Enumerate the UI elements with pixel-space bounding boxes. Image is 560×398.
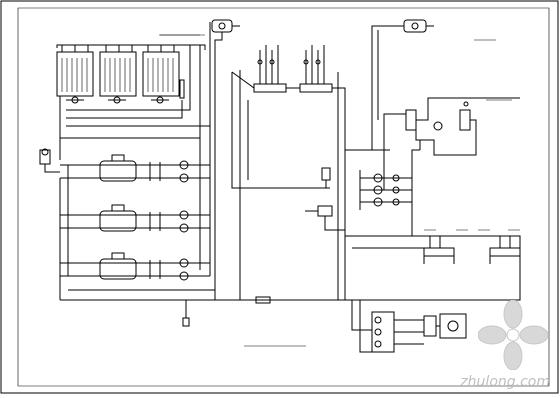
distributor-collector-right [286, 45, 332, 92]
center-risers [232, 72, 390, 300]
chiller-return-risers [60, 126, 210, 300]
bottom-main-header [60, 70, 520, 326]
bottom-right-equipment [352, 300, 466, 352]
condenser-water-headers [60, 22, 210, 160]
drawing-inner-frame [18, 8, 549, 386]
expansion-tank-right [372, 20, 434, 150]
zhulong-flower-logo [478, 300, 548, 370]
plate-heat-exchangers [384, 98, 520, 190]
middle-tank [305, 206, 345, 230]
chiller-row-2 [60, 205, 210, 232]
watermark-text: zhulong.com [460, 374, 550, 390]
annotation-marks [160, 35, 520, 346]
chiller-row-1 [60, 155, 210, 182]
cooling-tower-group [57, 45, 205, 103]
distributor-collector-left [232, 45, 286, 92]
left-expansion-tank [40, 149, 60, 172]
chiller-row-3 [60, 253, 210, 280]
air-handling-units [345, 190, 520, 270]
secondary-pumps [360, 170, 412, 210]
drawing-frame [1, 1, 558, 393]
